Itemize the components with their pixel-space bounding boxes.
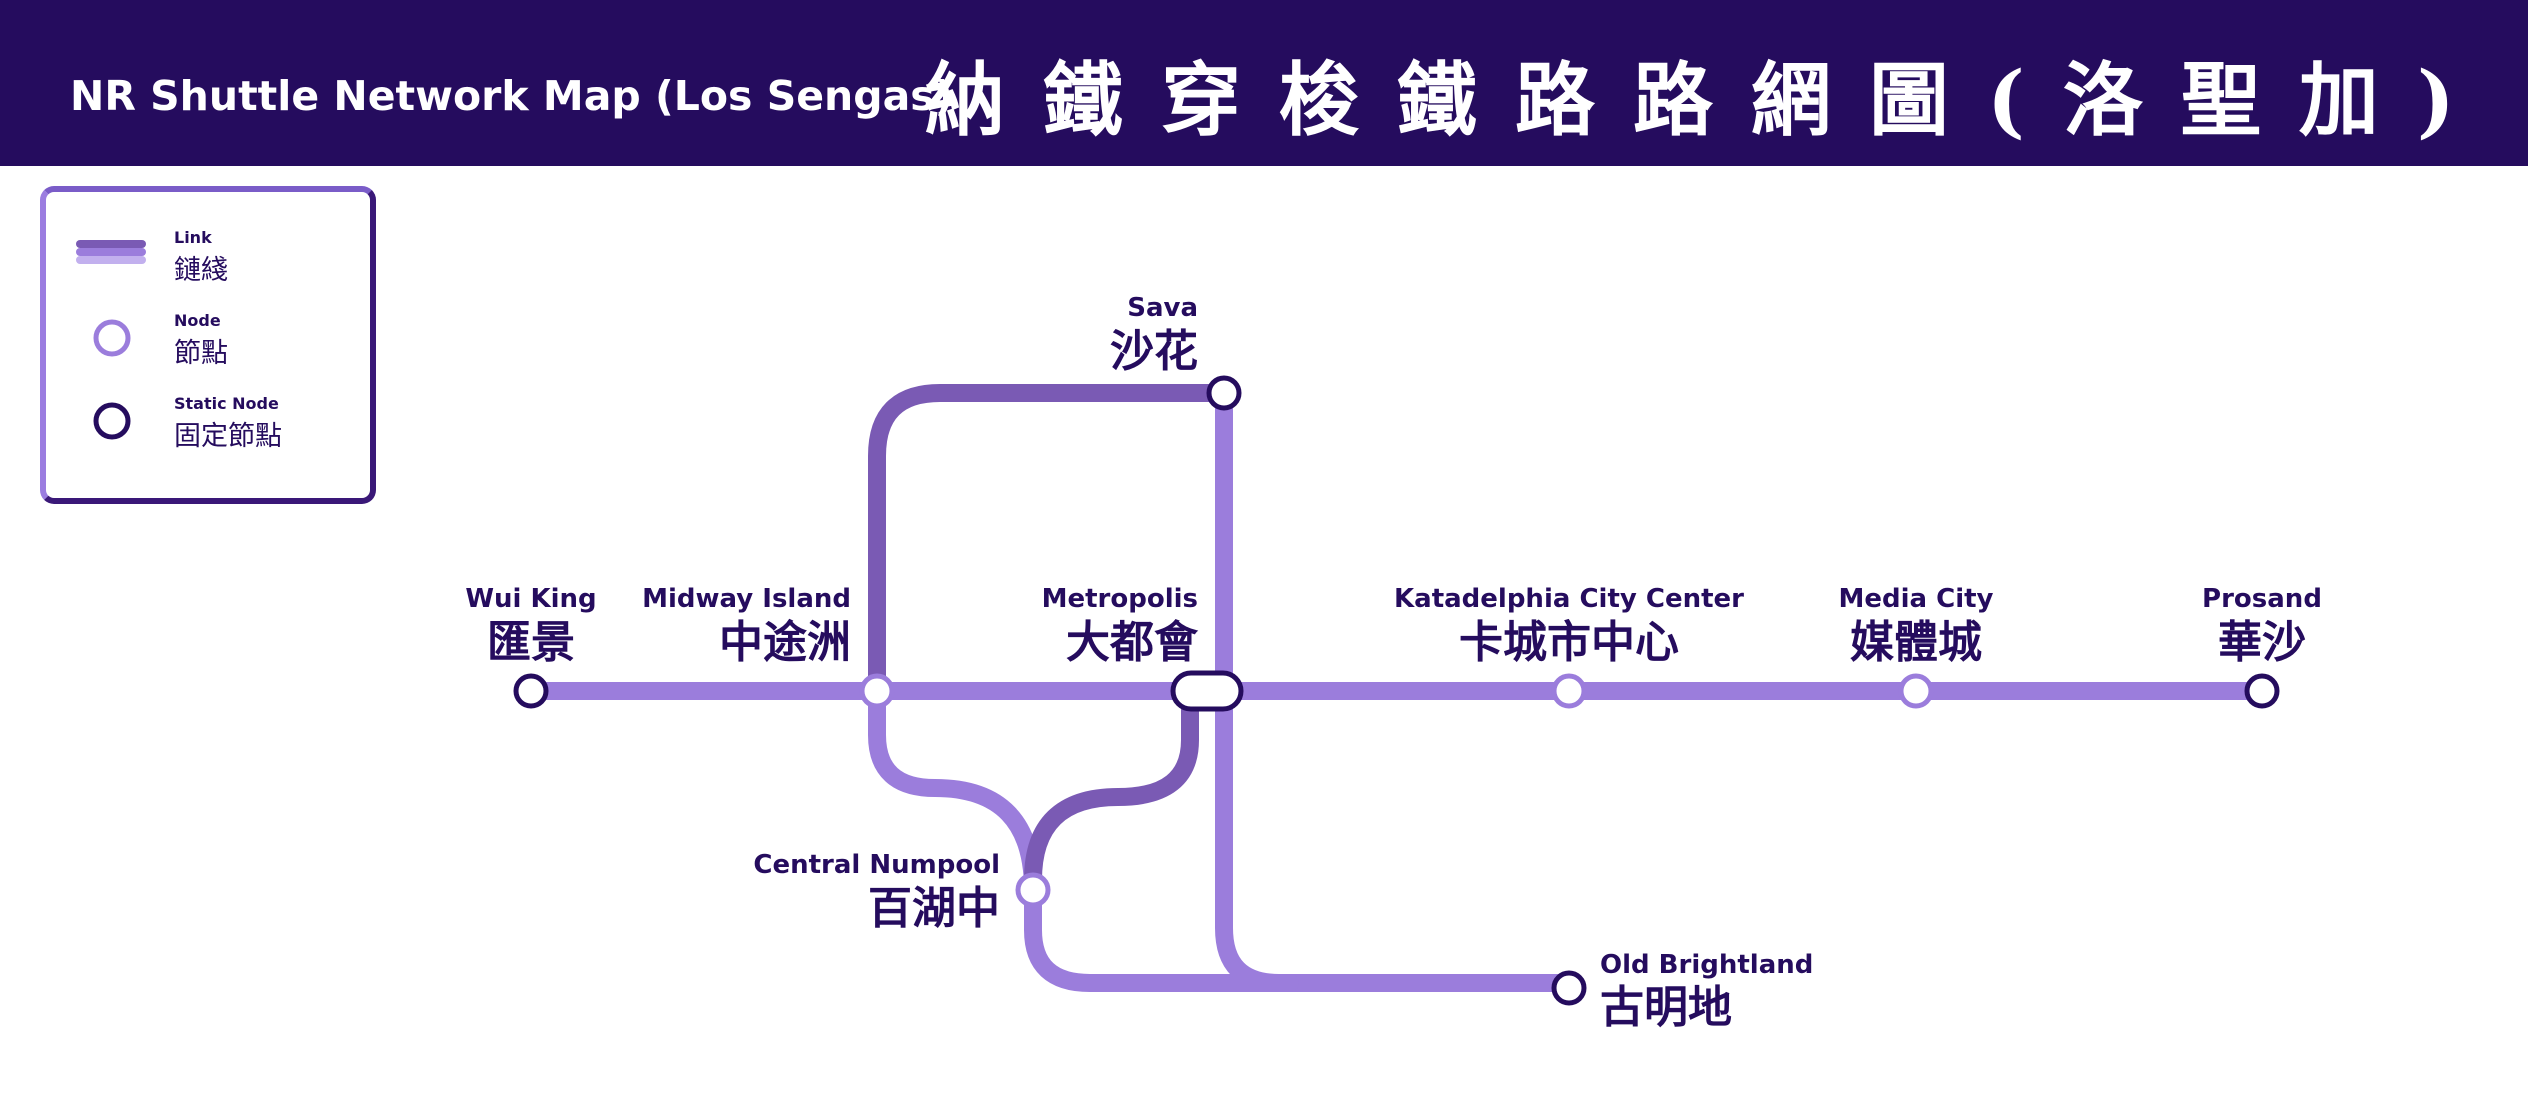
- label-katadelphia-zh: 卡城市中心: [1459, 617, 1679, 668]
- legend-panel: Link 鏈綫 Node 節點 Static Node 固定節點: [40, 186, 376, 504]
- station-marker-old-brightland[interactable]: [1551, 970, 1587, 1006]
- title-english: NR Shuttle Network Map (Los Sengas): [70, 72, 954, 120]
- header-bar: NR Shuttle Network Map (Los Sengas) 納鐵穿梭…: [0, 0, 2528, 166]
- node-legend-icon: [93, 319, 131, 357]
- label-sava-en: Sava: [1127, 293, 1198, 323]
- legend-link-label: Link: [174, 228, 212, 247]
- station-marker-sava[interactable]: [1206, 375, 1242, 411]
- static-node-legend-icon: [93, 402, 131, 440]
- label-sava-zh: 沙花: [1110, 326, 1198, 377]
- legend-link-label-zh: 鏈綫: [174, 255, 228, 286]
- station-marker-prosand[interactable]: [2244, 673, 2280, 709]
- legend-static-node-label-zh: 固定節點: [174, 421, 282, 452]
- label-metropolis-en: Metropolis: [1042, 584, 1198, 614]
- link-midway-numpool: [868, 682, 1299, 992]
- station-marker-wui-king[interactable]: [513, 673, 549, 709]
- link-sava-midway: [868, 384, 1232, 700]
- label-prosand-zh: 華沙: [2218, 617, 2306, 668]
- station-marker-metropolis[interactable]: [1170, 670, 1244, 712]
- label-katadelphia-en: Katadelphia City Center: [1394, 584, 1744, 614]
- legend-node-label: Node: [174, 311, 221, 330]
- label-midway-island-en: Midway Island: [642, 584, 851, 614]
- link-legend-icon: [76, 240, 146, 264]
- label-wui-king-en: Wui King: [465, 584, 596, 614]
- station-marker-katadelphia[interactable]: [1551, 673, 1587, 709]
- station-marker-media-city[interactable]: [1898, 673, 1934, 709]
- label-central-numpool-en: Central Numpool: [753, 850, 1000, 880]
- title-chinese: 納鐵穿梭鐵路路網圖(洛聖加): [925, 53, 2493, 147]
- label-prosand-en: Prosand: [2202, 584, 2322, 614]
- station-marker-midway-island[interactable]: [859, 673, 895, 709]
- label-old-brightland-en: Old Brightland: [1600, 950, 1813, 980]
- link-metropolis-numpool: [1024, 691, 1199, 889]
- label-media-city-zh: 媒體城: [1850, 617, 1982, 668]
- legend-node-label-zh: 節點: [174, 338, 228, 369]
- label-media-city-en: Media City: [1839, 584, 1994, 614]
- legend-static-node-label: Static Node: [174, 394, 279, 413]
- station-marker-central-numpool[interactable]: [1015, 872, 1051, 908]
- label-old-brightland-zh: 古明地: [1600, 982, 1732, 1033]
- label-central-numpool-zh: 百湖中: [868, 883, 1000, 934]
- label-metropolis-zh: 大都會: [1066, 617, 1199, 668]
- label-midway-island-zh: 中途洲: [719, 617, 851, 668]
- label-wui-king-zh: 匯景: [487, 617, 575, 668]
